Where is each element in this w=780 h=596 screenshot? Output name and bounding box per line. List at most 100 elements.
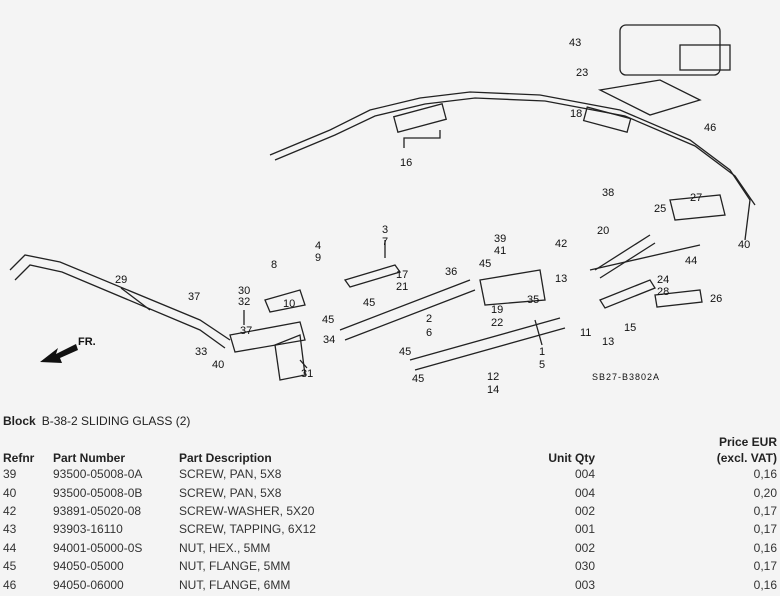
- callout-number: 26: [710, 293, 722, 305]
- callout-number: 5: [539, 359, 545, 371]
- block-label: Block: [3, 414, 36, 428]
- cell-qty: 001: [574, 522, 595, 537]
- table-row: 39 93500-05008-0A SCREW, PAN, 5X8 004 0,16: [0, 465, 780, 483]
- callout-number: 46: [704, 122, 716, 134]
- callout-number: 45: [399, 346, 411, 358]
- cell-qty: 030: [574, 559, 595, 574]
- callout-number: 28: [657, 286, 669, 298]
- part-number-header: Part Number: [53, 451, 126, 465]
- cell-part-number: 94001-05000-0S: [53, 540, 143, 555]
- cell-qty: 002: [574, 540, 595, 555]
- cell-price: 0,17: [753, 559, 777, 574]
- cell-description: NUT, FLANGE, 6MM: [179, 577, 291, 592]
- callout-number: 33: [195, 346, 207, 358]
- callout-number: 12: [487, 371, 499, 383]
- cell-description: NUT, HEX., 5MM: [179, 540, 271, 555]
- qty-header: Unit Qty: [548, 451, 595, 465]
- callout-number: 15: [624, 322, 636, 334]
- cell-refnr: 40: [3, 485, 17, 500]
- callout-number: 4: [315, 240, 321, 252]
- cell-refnr: 43: [3, 522, 17, 537]
- cell-refnr: 45: [3, 559, 17, 574]
- block-heading: Block B-38-2 SLIDING GLASS (2): [3, 414, 190, 428]
- callout-number: 40: [738, 239, 750, 251]
- cell-qty: 004: [574, 467, 595, 482]
- callout-number: 38: [602, 187, 614, 199]
- front-arrow-icon: FR.: [40, 336, 96, 363]
- callout-number: 9: [315, 252, 321, 264]
- table-row: 45 94050-05000 NUT, FLANGE, 5MM 030 0,17: [0, 557, 780, 575]
- callout-number: 31: [301, 368, 313, 380]
- callout-number: 10: [283, 298, 295, 310]
- callout-number: 27: [690, 192, 702, 204]
- cell-price: 0,17: [753, 503, 777, 518]
- callout-number: 17: [396, 269, 408, 281]
- cell-price: 0,16: [753, 540, 777, 555]
- cell-qty: 002: [574, 503, 595, 518]
- callout-number: 37: [188, 291, 200, 303]
- callout-number: 41: [494, 245, 506, 257]
- callout-number: 32: [238, 296, 250, 308]
- table-row: 46 94050-06000 NUT, FLANGE, 6MM 003 0,16: [0, 575, 780, 593]
- callout-number: 24: [657, 274, 669, 286]
- block-title: B-38-2 SLIDING GLASS (2): [41, 414, 191, 428]
- diagram-code: SB27-B3802A: [592, 372, 660, 382]
- callout-number: 45: [412, 373, 424, 385]
- callout-number: 45: [479, 258, 491, 270]
- cell-part-number: 94050-05000: [53, 559, 124, 574]
- cell-description: NUT, FLANGE, 5MM: [179, 559, 291, 574]
- callout-number: 35: [527, 294, 539, 306]
- callout-number: 16: [400, 157, 412, 169]
- callout-number: 37: [240, 325, 252, 337]
- description-header: Part Description: [179, 451, 272, 465]
- callout-number: 40: [212, 359, 224, 371]
- callout-number: 21: [396, 281, 408, 293]
- callout-number: 43: [569, 37, 581, 49]
- callout-number: 2: [426, 313, 432, 325]
- cell-part-number: 94050-06000: [53, 577, 124, 592]
- table-row: 44 94001-05000-0S NUT, HEX., 5MM 002 0,16: [0, 539, 780, 557]
- callout-number: 25: [654, 203, 666, 215]
- cell-refnr: 42: [3, 503, 17, 518]
- cell-description: SCREW-WASHER, 5X20: [179, 503, 315, 518]
- callout-number: 11: [580, 327, 591, 339]
- cell-description: SCREW, PAN, 5X8: [179, 467, 282, 482]
- callout-number: 7: [382, 236, 388, 248]
- callout-number: 19: [491, 304, 503, 316]
- cell-price: 0,16: [753, 577, 777, 592]
- callout-number: 22: [491, 317, 503, 329]
- callout-number: 13: [555, 273, 567, 285]
- callout-number: 14: [487, 384, 499, 396]
- cell-refnr: 46: [3, 577, 17, 592]
- price-header-line1: Price EUR: [718, 435, 777, 449]
- callout-number: 23: [576, 67, 588, 79]
- front-label: FR.: [78, 336, 96, 348]
- callout-number: 30: [238, 285, 250, 297]
- refnr-header: Refnr: [3, 451, 35, 465]
- callout-number: 20: [597, 225, 609, 237]
- cell-refnr: 44: [3, 540, 17, 555]
- callout-number: 13: [602, 336, 614, 348]
- cell-qty: 003: [574, 577, 595, 592]
- parts-table: Price EUR Refnr Part Number Part Descrip…: [0, 433, 780, 594]
- cell-price: 0,20: [753, 485, 777, 500]
- cell-price: 0,17: [753, 522, 777, 537]
- cell-part-number: 93500-05008-0A: [53, 467, 143, 482]
- cell-qty: 004: [574, 485, 595, 500]
- callout-number: 6: [426, 327, 432, 339]
- callout-number: 42: [555, 238, 567, 250]
- cell-refnr: 39: [3, 467, 17, 482]
- cell-part-number: 93903-16110: [53, 522, 123, 537]
- cell-description: SCREW, PAN, 5X8: [179, 485, 282, 500]
- callout-number: 45: [363, 297, 375, 309]
- price-header-line2: (excl. VAT): [716, 451, 777, 465]
- cell-description: SCREW, TAPPING, 6X12: [179, 522, 316, 537]
- table-row: 43 93903-16110 SCREW, TAPPING, 6X12 001 0,17: [0, 520, 780, 538]
- callout-number: 36: [445, 266, 457, 278]
- callout-number: 18: [570, 108, 582, 120]
- cell-price: 0,16: [753, 467, 777, 482]
- callout-number: 29: [115, 274, 127, 286]
- callout-number: 44: [685, 255, 697, 267]
